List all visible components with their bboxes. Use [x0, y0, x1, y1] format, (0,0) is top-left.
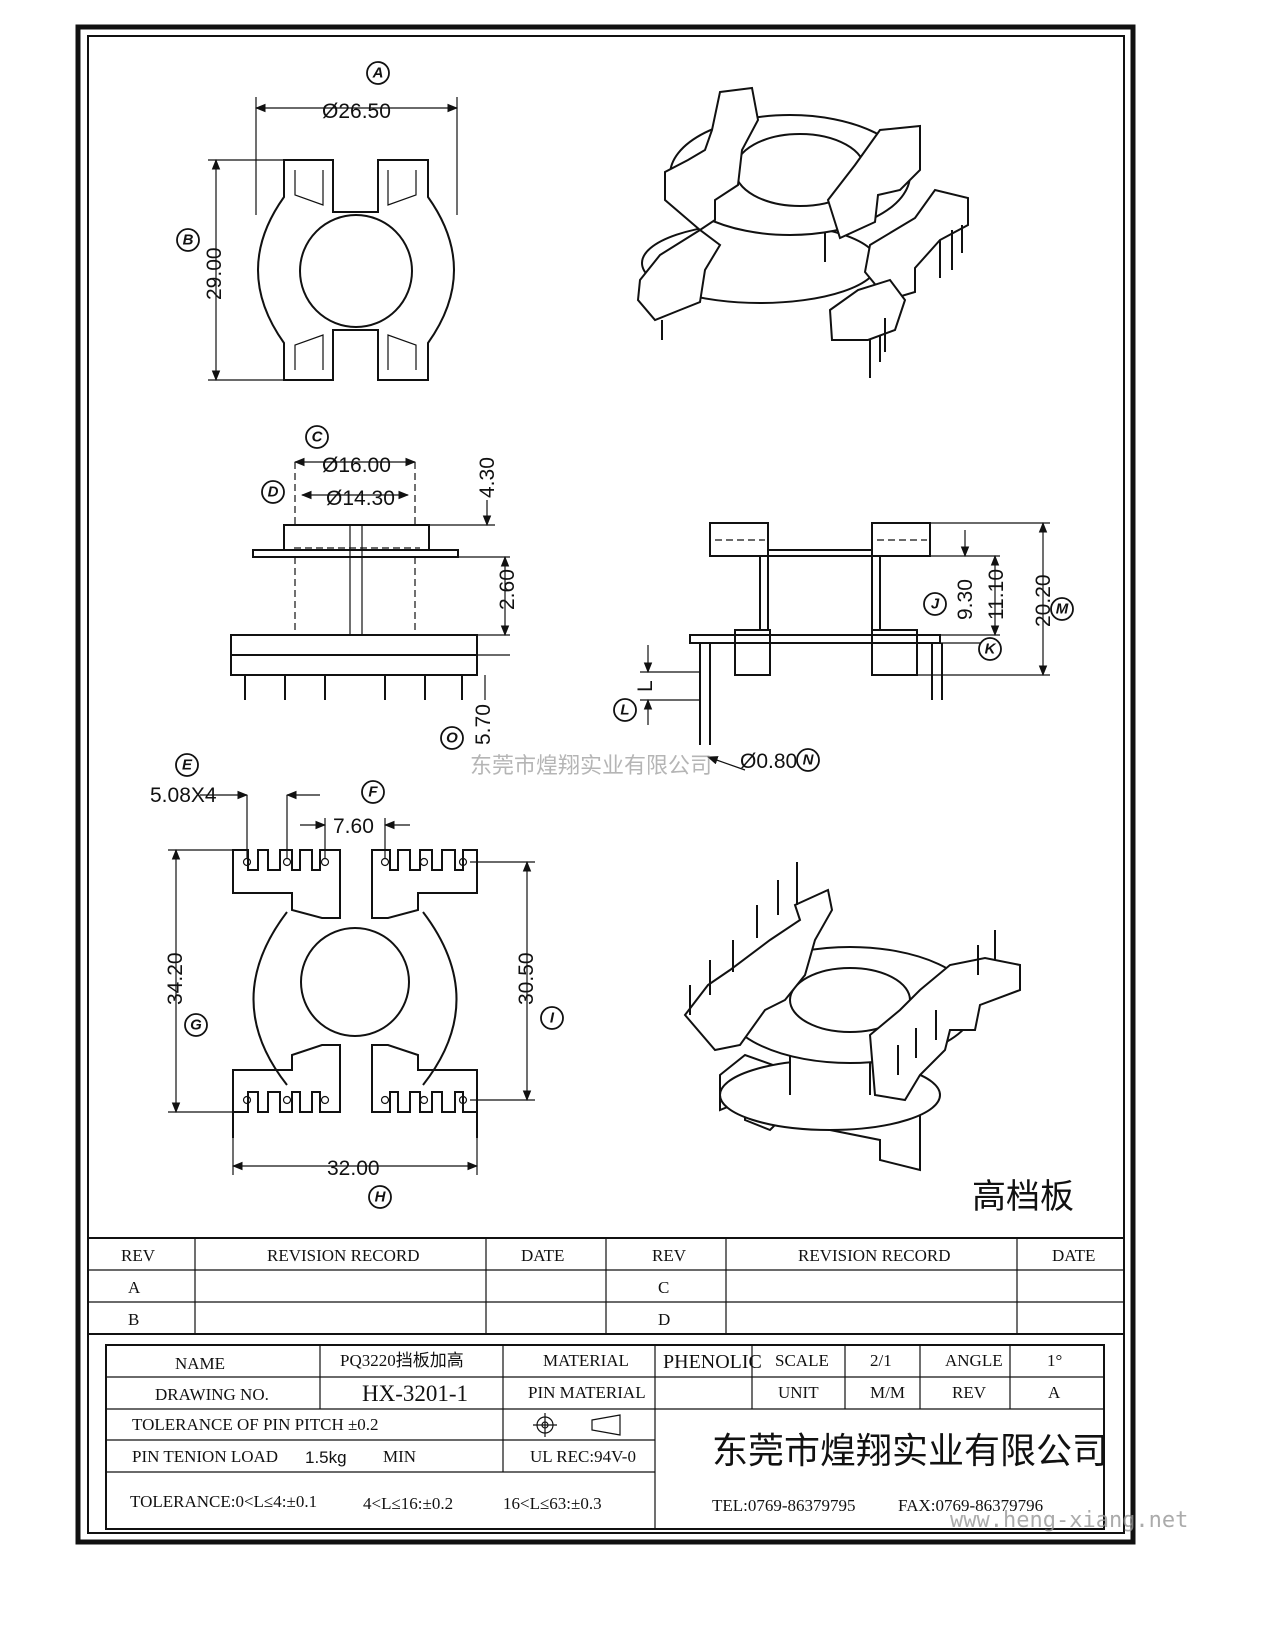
callout-l: L	[613, 698, 637, 722]
svg-text:G: G	[190, 1017, 202, 1034]
callout-b: B	[176, 228, 200, 252]
rev-header-2: REVISION RECORD	[267, 1246, 420, 1265]
iso-view-top	[636, 86, 969, 378]
tolerance-range-2: 4<L≤16:±0.2	[363, 1494, 453, 1513]
svg-text:J: J	[931, 596, 940, 613]
outer-frame	[75, 24, 1136, 1545]
rev-header-3: DATE	[521, 1246, 564, 1265]
unit-label: UNIT	[778, 1383, 819, 1402]
top-view	[208, 97, 459, 382]
callout-k: K	[978, 637, 1002, 661]
material-label: MATERIAL	[543, 1351, 629, 1370]
bottom-view	[168, 790, 535, 1175]
scale-label: SCALE	[775, 1351, 829, 1370]
drawing-no-label: DRAWING NO.	[155, 1385, 269, 1404]
material-value: PHENOLIC	[663, 1351, 762, 1373]
angle-value: 1°	[1047, 1351, 1062, 1370]
dim-top-gap-text: 4.30	[476, 457, 499, 498]
dim-l-text: L	[634, 680, 657, 692]
rev-row-c: C	[658, 1278, 669, 1297]
rev-row-a: A	[128, 1278, 141, 1297]
rev-label: REV	[952, 1383, 987, 1402]
svg-text:D: D	[268, 484, 279, 501]
dim-f-text: 7.60	[333, 815, 374, 838]
front-view	[230, 457, 510, 700]
pin-tension-min: MIN	[383, 1447, 416, 1466]
revision-table	[88, 1237, 1124, 1335]
rev-row-b: B	[128, 1310, 139, 1329]
dim-i-text: 30.50	[515, 952, 538, 1005]
svg-text:H: H	[375, 1189, 387, 1206]
callout-g: G	[184, 1013, 208, 1037]
tolerance-pitch: TOLERANCE OF PIN PITCH ±0.2	[132, 1415, 379, 1434]
inner-frame	[87, 35, 1125, 1534]
name-value: PQ3220挡板加高	[340, 1351, 464, 1370]
company-name: 东莞市煌翔实业有限公司	[712, 1430, 1108, 1471]
callout-n: N	[796, 748, 820, 772]
svg-text:I: I	[550, 1010, 555, 1027]
svg-text:K: K	[985, 641, 997, 658]
pin-material-label: PIN MATERIAL	[528, 1383, 646, 1402]
rev-header-5: REVISION RECORD	[798, 1246, 951, 1265]
dim-c-text: Ø16.00	[322, 454, 391, 477]
callout-m: M	[1050, 597, 1074, 621]
dim-g-text: 34.20	[164, 952, 187, 1005]
product-label: 高档板	[972, 1178, 1074, 1216]
name-label: NAME	[175, 1354, 225, 1373]
callout-d: D	[261, 480, 285, 504]
dim-mid-gap-text: 2.60	[496, 569, 519, 610]
dim-d-text: Ø14.30	[326, 487, 395, 510]
dim-e-text: 5.08X4	[150, 784, 217, 807]
callout-o: O	[440, 726, 464, 750]
dim-m-text: 20.20	[1032, 574, 1055, 627]
side-view	[640, 521, 1050, 745]
svg-text:N: N	[803, 752, 815, 769]
iso-view-bottom	[683, 862, 1021, 1172]
svg-text:A: A	[372, 65, 384, 82]
dim-k-text: 11.10	[985, 569, 1008, 620]
pin-tension-label: PIN TENION LOAD	[132, 1447, 278, 1466]
callout-i: I	[540, 1006, 564, 1030]
angle-label: ANGLE	[945, 1351, 1003, 1370]
rev-row-d: D	[658, 1310, 670, 1329]
drawing-no-value: HX-3201-1	[362, 1381, 468, 1406]
tolerance-range-1: TOLERANCE:0<L≤4:±0.1	[130, 1492, 317, 1511]
rev-value: A	[1048, 1383, 1061, 1402]
dim-j-text: 9.30	[954, 579, 977, 620]
callout-a: A	[366, 61, 390, 85]
rev-header-4: REV	[652, 1246, 687, 1265]
dim-b-text: 29.00	[203, 247, 226, 300]
svg-text:E: E	[182, 757, 193, 774]
tel-number: TEL:0769-86379795	[712, 1496, 856, 1515]
svg-text:O: O	[446, 730, 458, 747]
scale-value: 2/1	[870, 1351, 892, 1370]
dim-a-text: Ø26.50	[322, 100, 391, 123]
svg-text:F: F	[368, 784, 378, 801]
tolerance-range-3: 16<L≤63:±0.3	[503, 1494, 602, 1513]
unit-value: M/M	[870, 1383, 905, 1402]
svg-text:M: M	[1056, 601, 1069, 618]
watermark-text: 东莞市煌翔实业有限公司	[470, 754, 713, 779]
callout-e: E	[175, 753, 199, 777]
svg-text:B: B	[183, 232, 194, 249]
site-url: www.heng-xiang.net	[950, 1508, 1189, 1533]
ul-rec: UL REC:94V-0	[530, 1447, 636, 1466]
pin-tension-value: 1.5kg	[305, 1448, 347, 1467]
title-block	[105, 1344, 1105, 1530]
callout-c: C	[305, 425, 329, 449]
dim-o-text: 5.70	[472, 704, 495, 745]
callout-h: H	[368, 1185, 392, 1209]
callout-j: J	[923, 592, 947, 616]
svg-text:L: L	[620, 702, 629, 719]
dim-h-text: 32.00	[327, 1157, 380, 1180]
rev-header-1: REV	[121, 1246, 156, 1265]
callout-f: F	[361, 780, 385, 804]
fax-number: FAX:0769-86379796	[898, 1496, 1043, 1515]
dim-n-text: Ø0.80	[740, 750, 797, 773]
svg-text:C: C	[312, 429, 324, 446]
rev-header-6: DATE	[1052, 1246, 1095, 1265]
